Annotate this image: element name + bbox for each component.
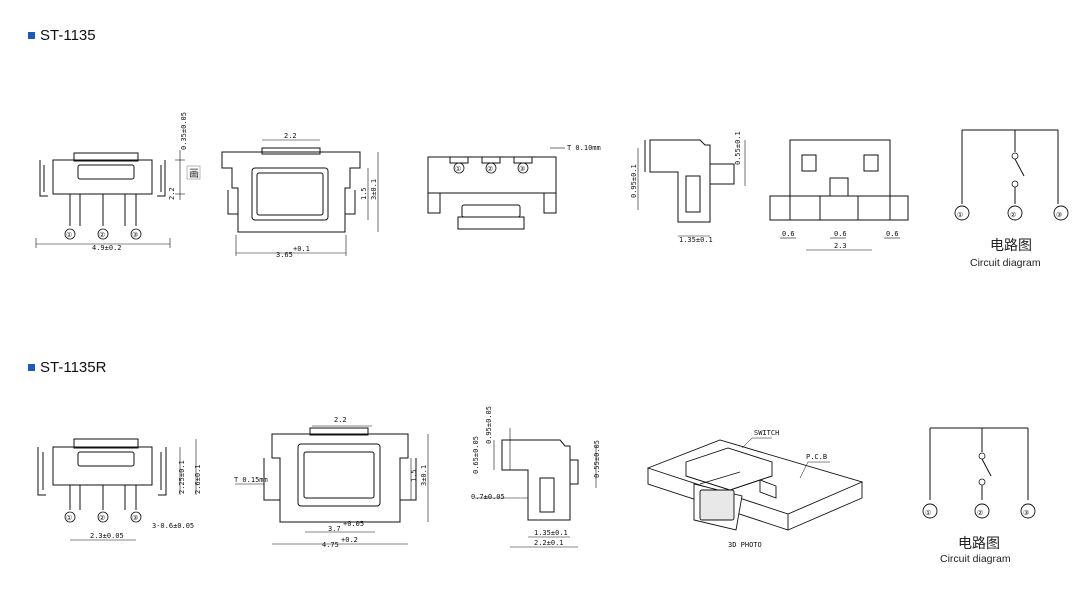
dim-label: 2.3	[834, 242, 847, 250]
st1135-bottom-view	[769, 139, 909, 251]
st1135-circuit-diagram	[961, 129, 1059, 204]
photo-label-pcb: P.C.B	[806, 453, 827, 461]
photo-caption: 3D PHOTO	[728, 541, 762, 549]
pin-marker	[97, 511, 109, 523]
st1135-back-view	[427, 147, 565, 230]
st1135-side-view	[637, 139, 746, 237]
pin-marker	[1007, 205, 1023, 221]
dim-label: 2.2±0.1	[534, 539, 564, 547]
circuit-label-cn: 电路图	[990, 238, 1032, 254]
dim-tolerance: +0.05	[343, 520, 364, 528]
st1135-front-view	[35, 150, 185, 248]
pin-marker	[130, 228, 142, 240]
pin-marker	[974, 503, 990, 519]
pin-marker	[453, 162, 465, 174]
pin-number: ③	[132, 514, 138, 522]
pin-marker	[130, 511, 142, 523]
dim-label: 0.65±0.05	[472, 436, 480, 474]
pin-marker	[922, 503, 938, 519]
circuit-label-cn: 电路图	[958, 536, 1000, 552]
dim-label: 2.3±0.05	[90, 532, 124, 540]
dim-label: 4.75	[322, 541, 339, 549]
pin-marker	[954, 205, 970, 221]
dim-label: 2.2	[168, 187, 176, 200]
dim-label: 2.6±0.1	[194, 464, 202, 494]
st1135r-3d-photo	[646, 437, 864, 531]
pin-marker	[485, 162, 497, 174]
dim-label: 4.9±0.2	[92, 244, 122, 252]
pin-number: ②	[487, 165, 493, 173]
section-title-st1135r: ST-1135R	[28, 359, 106, 376]
pin-number: ①	[66, 231, 72, 239]
dim-label: 2.25±0.1	[178, 460, 186, 494]
dim-label: 0.6	[834, 230, 847, 238]
circuit-pin-number: ③	[1056, 211, 1062, 219]
circuit-pin-number: ③	[1023, 509, 1029, 517]
dim-label: 3±0.1	[420, 465, 428, 486]
dim-label: 3±0.1	[370, 179, 378, 200]
dim-label: 0.95±0.05	[485, 406, 493, 444]
pin-number: ②	[99, 514, 105, 522]
circuit-pin-number: ②	[977, 509, 983, 517]
section-title-text: ST-1135	[40, 27, 96, 44]
st1135r-circuit-diagram	[929, 427, 1029, 500]
dim-label: T 0.15mm	[234, 476, 268, 484]
circuit-pin-number: ①	[957, 211, 963, 219]
circuit-label-en: Circuit diagram	[970, 257, 1041, 269]
pin-marker	[97, 228, 109, 240]
dim-label: 0.7±0.05	[471, 493, 505, 501]
dim-label: 2.2	[284, 132, 297, 140]
pin-number: ③	[132, 231, 138, 239]
dim-label: 2.2	[334, 416, 347, 424]
circuit-label-en: Circuit diagram	[940, 553, 1011, 565]
dim-label: 1.35±0.1	[534, 529, 568, 537]
dim-label: T 0.10mm	[567, 144, 601, 152]
pin-marker	[64, 511, 76, 523]
dim-label: 3-0.6±0.05	[152, 522, 194, 530]
pin-marker	[517, 162, 529, 174]
st1135r-front-view	[37, 438, 197, 541]
section-title-st1135: ST-1135	[28, 27, 96, 44]
pin-marker	[1053, 205, 1069, 221]
dim-label: 0.35±0.05	[180, 112, 188, 150]
edit-icon-glyph: 画	[189, 169, 199, 180]
pin-number: ②	[99, 231, 105, 239]
dim-label: 1.35±0.1	[679, 236, 713, 244]
bullet-square-icon	[28, 32, 35, 39]
circuit-pin-number: ②	[1010, 211, 1016, 219]
bullet-square-icon	[28, 364, 35, 371]
pin-marker	[1020, 503, 1036, 519]
photo-label-switch: SWITCH	[754, 429, 779, 437]
section-title-text: ST-1135R	[40, 359, 107, 376]
pin-marker	[64, 228, 76, 240]
st1135r-side-view	[475, 428, 597, 548]
dim-label: 1.5	[360, 187, 368, 200]
dim-label: 1.5	[410, 469, 418, 482]
dim-label: 0.55±0.1	[734, 131, 742, 165]
pin-number: ①	[455, 165, 461, 173]
st1135r-top-view	[235, 425, 429, 545]
dim-tolerance: +0.1	[293, 245, 310, 253]
st1135-top-view	[221, 139, 379, 256]
edit-icon[interactable]	[186, 165, 201, 180]
dim-label: 3.7	[328, 525, 341, 533]
pin-number: ①	[66, 514, 72, 522]
dim-tolerance: +0.2	[341, 536, 358, 544]
pin-number: ③	[519, 165, 525, 173]
dim-label: 0.6	[782, 230, 795, 238]
dim-label: 0.95±0.1	[630, 164, 638, 198]
dim-label: 0.55±0.05	[593, 440, 601, 478]
dim-label: 0.6	[886, 230, 899, 238]
circuit-pin-number: ①	[925, 509, 931, 517]
dim-label: 3.65	[276, 251, 293, 259]
